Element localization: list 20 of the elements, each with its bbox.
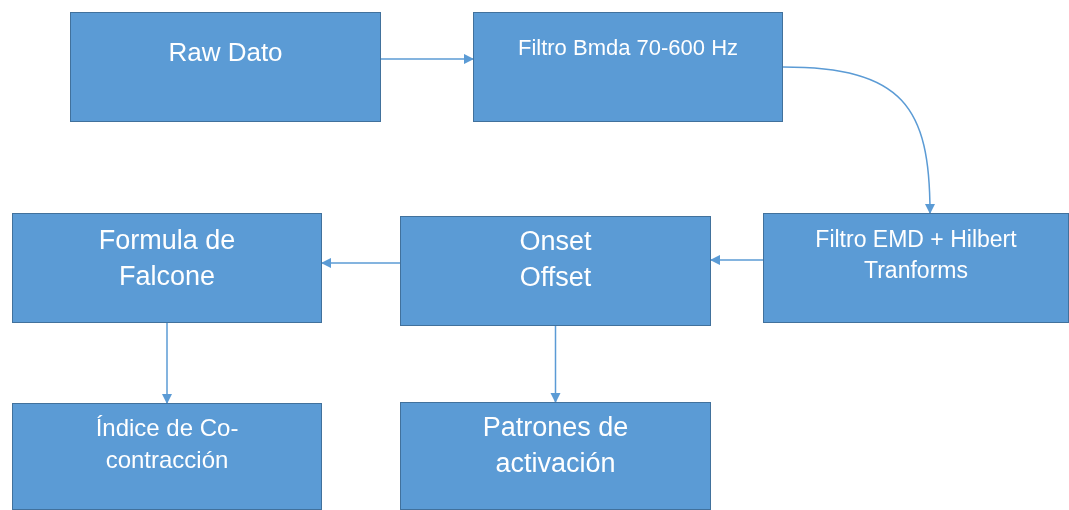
box-label: Raw Dato — [168, 36, 283, 69]
arrow — [782, 66, 935, 215]
process-box — [400, 402, 711, 510]
arrow — [161, 322, 173, 405]
process-box — [70, 12, 381, 122]
process-box — [12, 403, 322, 510]
arrow — [709, 254, 764, 266]
arrow — [380, 53, 475, 65]
box-label: Onset Offset — [518, 225, 593, 295]
box-label: Índice de Co-contracción — [94, 413, 240, 476]
process-box — [12, 213, 322, 323]
arrow — [320, 257, 401, 269]
box-label: Filtro Bmda 70-600 Hz — [517, 34, 739, 62]
process-box — [763, 213, 1069, 323]
process-box — [473, 12, 783, 122]
box-label: Patrones de activación — [481, 411, 630, 481]
box-label: Filtro EMD + Hilbert Tranforms — [814, 225, 1018, 286]
box-label: Formula de Falcone — [97, 224, 237, 294]
process-box — [400, 216, 711, 326]
arrow — [550, 325, 561, 404]
